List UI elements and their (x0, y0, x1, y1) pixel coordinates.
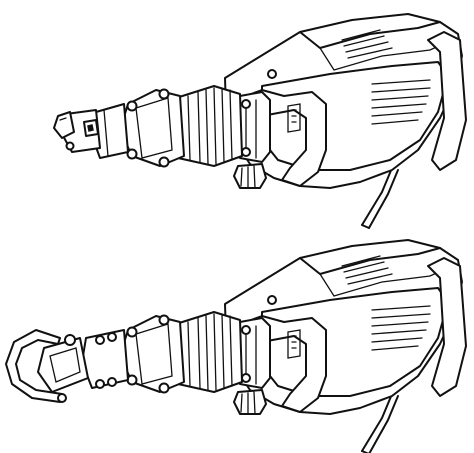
tool-retainer-loop (5, 329, 129, 403)
hammer-bottom-view (5, 239, 467, 453)
tool-retainer-latch (53, 103, 129, 159)
hammer-top-view (53, 13, 467, 229)
